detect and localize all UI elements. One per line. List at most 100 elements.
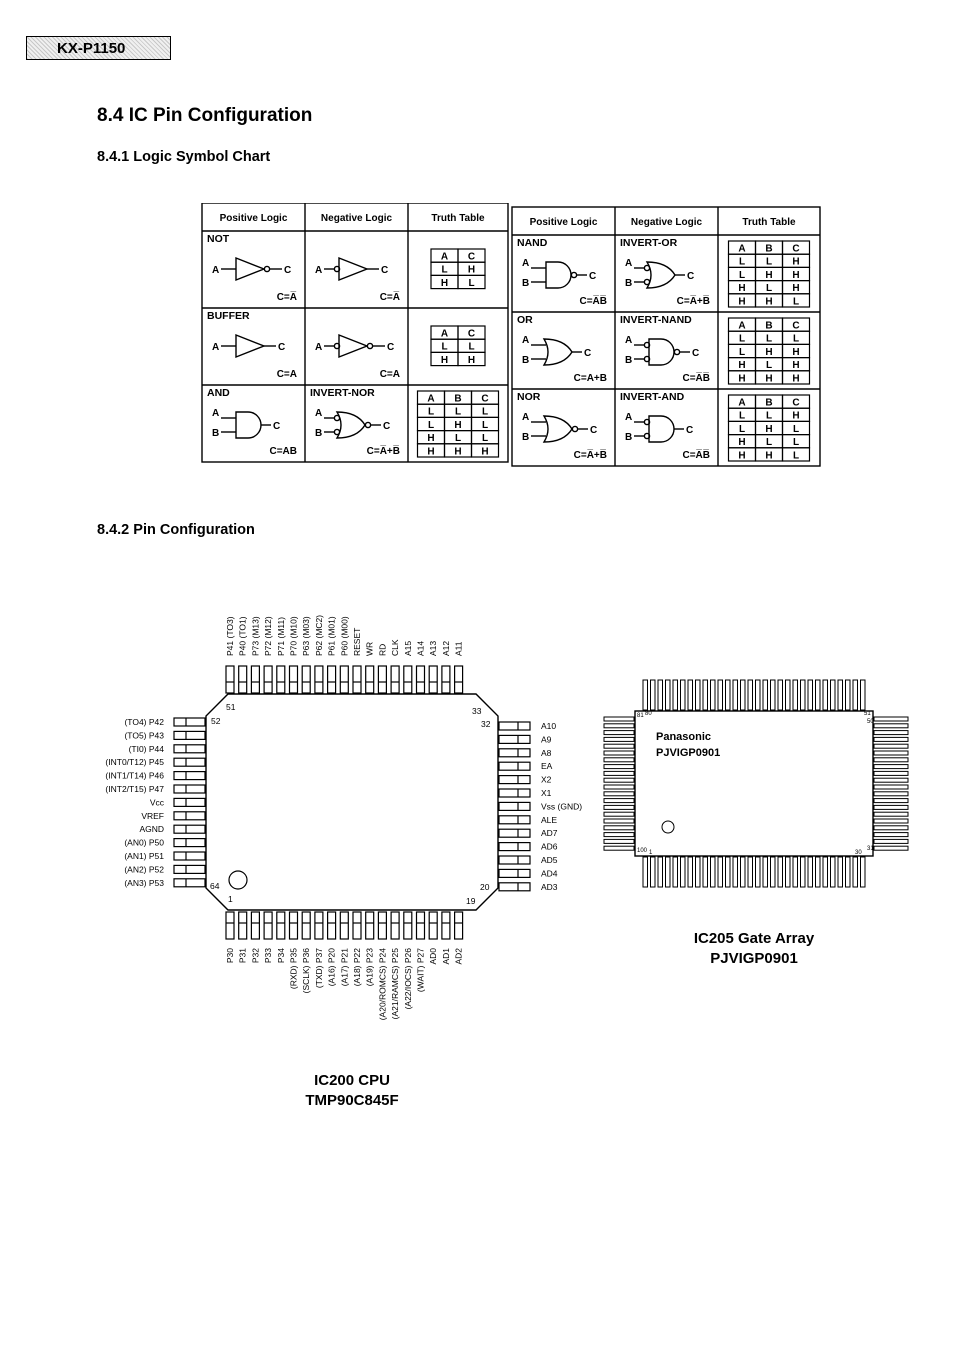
logic-column-header: Negative Logic (631, 217, 703, 228)
truth-table-value: H (792, 360, 799, 371)
cpu-pin-label: (TO4) P42 (124, 717, 164, 727)
gate-array-pin (873, 804, 909, 810)
cpu-pin (498, 815, 531, 825)
truth-table-value: H (792, 257, 799, 268)
gate-array-pin (740, 679, 746, 711)
gate-array-pin (702, 856, 708, 888)
cpu-pin (327, 911, 337, 940)
cpu-pin-label: Vcc (150, 797, 165, 807)
gate-array-pin (873, 832, 909, 838)
gate-array-pin (603, 750, 635, 756)
gate-array-part: PJVIGP0901 (710, 950, 798, 967)
cpu-pin-label: AD0 (428, 948, 438, 965)
cpu-pin-label: AD2 (454, 948, 464, 965)
cpu-pin (173, 717, 206, 727)
gate-array-pin (603, 818, 635, 824)
truth-table-value: L (455, 433, 461, 444)
truth-table-value: H (738, 283, 745, 294)
cpu-pin (250, 911, 260, 940)
gate-array-pin (762, 679, 768, 711)
cpu-pin-label: (A17) P21 (339, 948, 349, 987)
logic-table-frame (511, 206, 821, 467)
truth-table-value: C (792, 398, 799, 409)
cpu-pin-label: (TXD) P37 (314, 948, 324, 988)
pin1-marker (661, 820, 675, 834)
truth-table-value: L (428, 407, 434, 418)
gate-array-pin (873, 723, 909, 729)
gate-array-pin (873, 750, 909, 756)
gate-array-pin (603, 730, 635, 736)
gate-array-pin (680, 679, 686, 711)
gate-input-label: A (212, 265, 219, 276)
gate-array-pin (603, 825, 635, 831)
gate-array-name: IC205 Gate Array (693, 930, 815, 947)
cpu-pin (498, 721, 531, 731)
gate-equation: C=AB (269, 446, 297, 457)
gate-output-label: C (383, 421, 390, 432)
cpu-pin-label: P73 (M13) (250, 616, 260, 656)
cpu-pin (173, 864, 206, 874)
inversion-bubble (571, 425, 579, 433)
cpu-pin-label: P31 (238, 948, 248, 963)
and-gate-symbol (235, 411, 262, 439)
model-number-tag: KX-P1150 (26, 36, 171, 60)
gate-name-invert-nand: INVERT-OR (620, 237, 678, 249)
truth-table-value: L (766, 257, 772, 268)
gate-array-pin (785, 856, 791, 888)
cpu-pin-number: 33 (472, 706, 482, 716)
gate-array-pin (777, 679, 783, 711)
cpu-pin-label: (TO5) P43 (124, 730, 164, 740)
pin-config-title: 8.4.2 Pin Configuration (97, 522, 255, 538)
gate-array-pin (800, 679, 806, 711)
cpu-pin-label: P60 (M00) (339, 616, 349, 656)
cpu-pin-label: A14 (416, 641, 426, 656)
cpu-pin-label: P72 (M12) (263, 616, 273, 656)
gate-pin-number: 30 (855, 850, 862, 856)
truth-table-value: L (739, 257, 745, 268)
truth-table-value: L (739, 334, 745, 345)
cpu-pin (428, 911, 438, 940)
gate-array-pin (603, 784, 635, 790)
truth-table-cell (457, 351, 486, 367)
gate-array-pin (603, 811, 635, 817)
buffer-gate-symbol (338, 333, 369, 359)
gate-input-label: A (625, 258, 632, 269)
cpu-pin (173, 797, 206, 807)
cpu-pin (276, 911, 286, 940)
or-gate-symbol (645, 261, 676, 289)
truth-table-value: H (792, 411, 799, 422)
truth-table-cell (781, 447, 811, 462)
gate-equation: C=A̅B̅ (682, 372, 710, 384)
cpu-pin-label: P62 (MC2) (314, 615, 324, 656)
cpu-pin-label: A9 (541, 734, 552, 744)
truth-table-value: H (427, 433, 434, 444)
gate-array-pin (837, 679, 843, 711)
truth-table-value: L (468, 278, 474, 289)
gate-input-label: B (522, 278, 529, 289)
gate-equation: C=A̅+B̅ (574, 449, 607, 461)
cpu-pin-label: A15 (403, 641, 413, 656)
truth-table-cell (457, 274, 486, 290)
cpu-body (205, 693, 499, 911)
cpu-package: P41 (TO3)P40 (TO1)P73 (M13)P72 (M12)P71 … (105, 615, 582, 1021)
gate-input-label: B (315, 428, 322, 439)
truth-table-cell (470, 443, 500, 458)
cpu-pin (288, 911, 299, 940)
gate-array-pin (603, 743, 635, 749)
truth-table-value: H (454, 420, 461, 431)
gate-equation: C=A̅B̅ (682, 449, 710, 461)
cpu-pin (173, 824, 206, 834)
cpu-pin (314, 911, 324, 940)
chip-brand-label: Panasonic (656, 731, 711, 743)
gate-array-pin (822, 679, 828, 711)
truth-table-value: L (482, 407, 488, 418)
cpu-pin-number: 20 (480, 882, 490, 892)
gate-array-pin (603, 845, 635, 851)
cpu-pin (498, 855, 531, 865)
truth-table-value: H (481, 446, 488, 457)
truth-table-value: L (766, 334, 772, 345)
gate-input-label: A (212, 342, 219, 353)
logic-table-frame (201, 203, 509, 463)
